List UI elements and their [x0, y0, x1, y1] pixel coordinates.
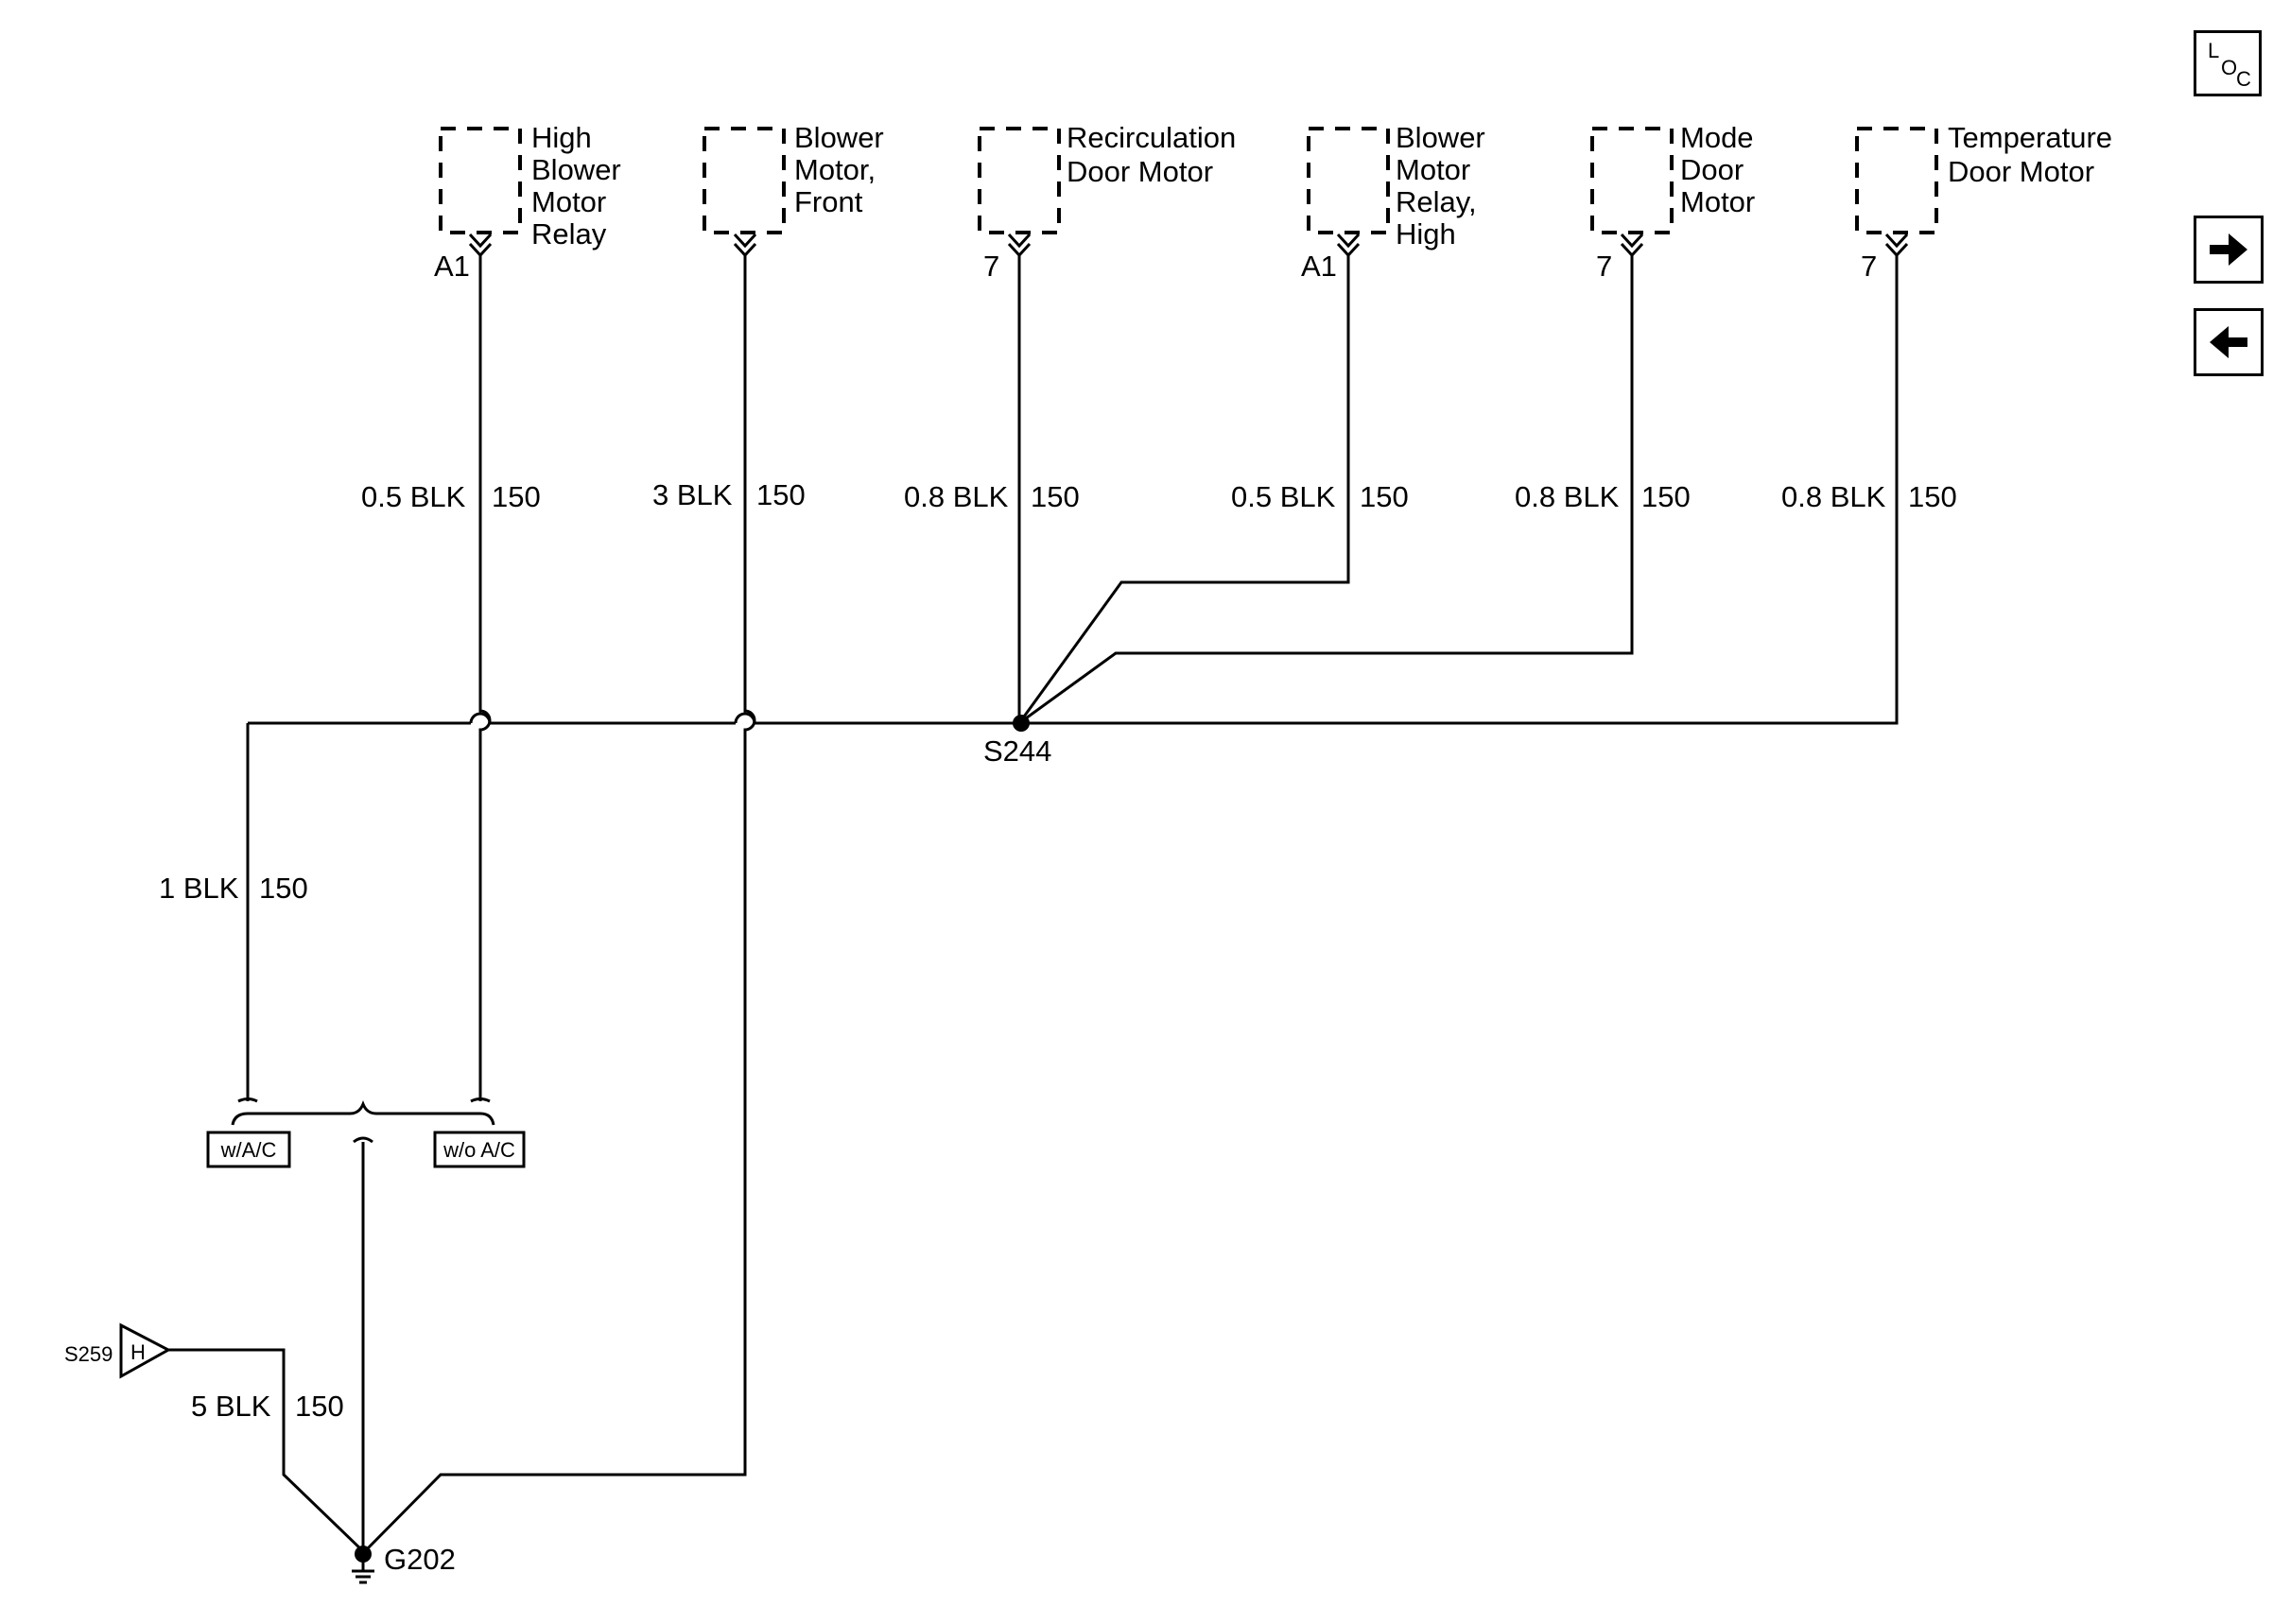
component-label-line: High: [1396, 217, 1456, 251]
wire-blower-motor-front: [363, 253, 756, 1553]
ground-label: G202: [384, 1543, 456, 1576]
option-w-ac: w/A/C: [206, 1131, 291, 1168]
pin-label: A1: [434, 250, 470, 283]
wire-high-blower-relay: [478, 253, 492, 1101]
wire-gauge-label: 0.5 BLK: [1231, 480, 1336, 513]
wire-gauge-label: 0.5 BLK: [361, 480, 466, 513]
wire-circuit-label: 150: [1360, 480, 1409, 513]
component-label-line: Mode: [1680, 121, 1754, 154]
component-label-line: Blower: [1396, 121, 1485, 154]
next-button[interactable]: [2194, 216, 2264, 284]
splice-label: S244: [983, 734, 1051, 768]
option-label: w/o A/C: [442, 1138, 515, 1162]
option-bracket: [231, 1097, 495, 1551]
wire-circuit-label: 150: [259, 872, 308, 905]
component-label-line: Door: [1680, 153, 1744, 186]
splice-ref-label: S259: [64, 1342, 113, 1366]
option-label: w/A/C: [220, 1138, 277, 1162]
component-temperature-door-motor: Temperature Door Motor 7: [1855, 121, 2112, 283]
component-label-line: Front: [794, 185, 863, 218]
wire-mode-door: [1018, 253, 1634, 725]
component-label-line: Relay,: [1396, 185, 1477, 218]
component-label-line: Temperature: [1948, 121, 2112, 154]
right-arrow-icon: [2210, 233, 2247, 266]
wire-temperature-door: [1019, 253, 1899, 725]
component-high-blower-motor-relay: High Blower Motor Relay A1: [434, 121, 621, 283]
component-label-line: Blower: [794, 121, 884, 154]
connector-terminals: [468, 233, 1909, 258]
wire-circuit-label: 150: [295, 1390, 344, 1423]
wire-circuit-label: 150: [756, 478, 806, 511]
loc-letter: L: [2208, 39, 2220, 62]
splice-s244-dot: [1013, 715, 1030, 732]
component-label-line: Motor,: [794, 153, 876, 186]
component-recirculation-door-motor: Recirculation Door Motor 7: [978, 121, 1236, 283]
wire-gauge-label: 1 BLK: [159, 872, 239, 905]
wire-circuit-label: 150: [1908, 480, 1957, 513]
wire-circuit-label: 150: [1031, 480, 1080, 513]
wire-labels: 0.5 BLK 150 3 BLK 150 0.8 BLK 150 0.5 BL…: [159, 478, 1957, 1423]
component-label-line: High: [531, 121, 592, 154]
wire-gauge-label: 3 BLK: [652, 478, 733, 511]
component-mode-door-motor: Mode Door Motor 7: [1590, 121, 1755, 283]
loc-button[interactable]: L O C: [2194, 30, 2262, 96]
component-blower-motor-relay-high: Blower Motor Relay, High A1: [1301, 121, 1485, 283]
wire-gauge-label: 0.8 BLK: [1515, 480, 1620, 513]
wire-gauge-label: 0.8 BLK: [904, 480, 1009, 513]
component-blower-motor-front: Blower Motor, Front: [703, 121, 884, 234]
component-label-line: Blower: [531, 153, 621, 186]
component-label-line: Door Motor: [1948, 155, 2094, 188]
wire-relay-high: [1017, 253, 1350, 724]
splice-ref-s259: S259 H: [64, 1322, 365, 1553]
option-wo-ac: w/o A/C: [433, 1131, 526, 1168]
prev-button[interactable]: [2194, 308, 2264, 376]
wire-horizontal-bus: [248, 712, 1019, 725]
wire-gauge-label: 0.8 BLK: [1781, 480, 1886, 513]
left-arrow-icon: [2210, 326, 2247, 358]
component-label-line: Relay: [531, 217, 607, 251]
wire-circuit-label: 150: [1641, 480, 1691, 513]
component-label-line: Recirculation: [1067, 121, 1236, 154]
wire-circuit-label: 150: [492, 480, 541, 513]
pin-label: 7: [1596, 250, 1612, 283]
loc-letter: C: [2236, 67, 2251, 91]
pin-label: A1: [1301, 250, 1337, 283]
component-label-line: Motor: [1680, 185, 1755, 218]
pin-label: 7: [983, 250, 999, 283]
splice-ref-letter: H: [130, 1340, 146, 1364]
component-label-line: Motor: [1396, 153, 1470, 186]
wire-gauge-label: 5 BLK: [191, 1390, 271, 1423]
component-label-line: Motor: [531, 185, 606, 218]
ground-g202: G202: [352, 1543, 456, 1584]
component-label-line: Door Motor: [1067, 155, 1213, 188]
pin-label: 7: [1861, 250, 1877, 283]
loc-letter: O: [2221, 56, 2238, 79]
